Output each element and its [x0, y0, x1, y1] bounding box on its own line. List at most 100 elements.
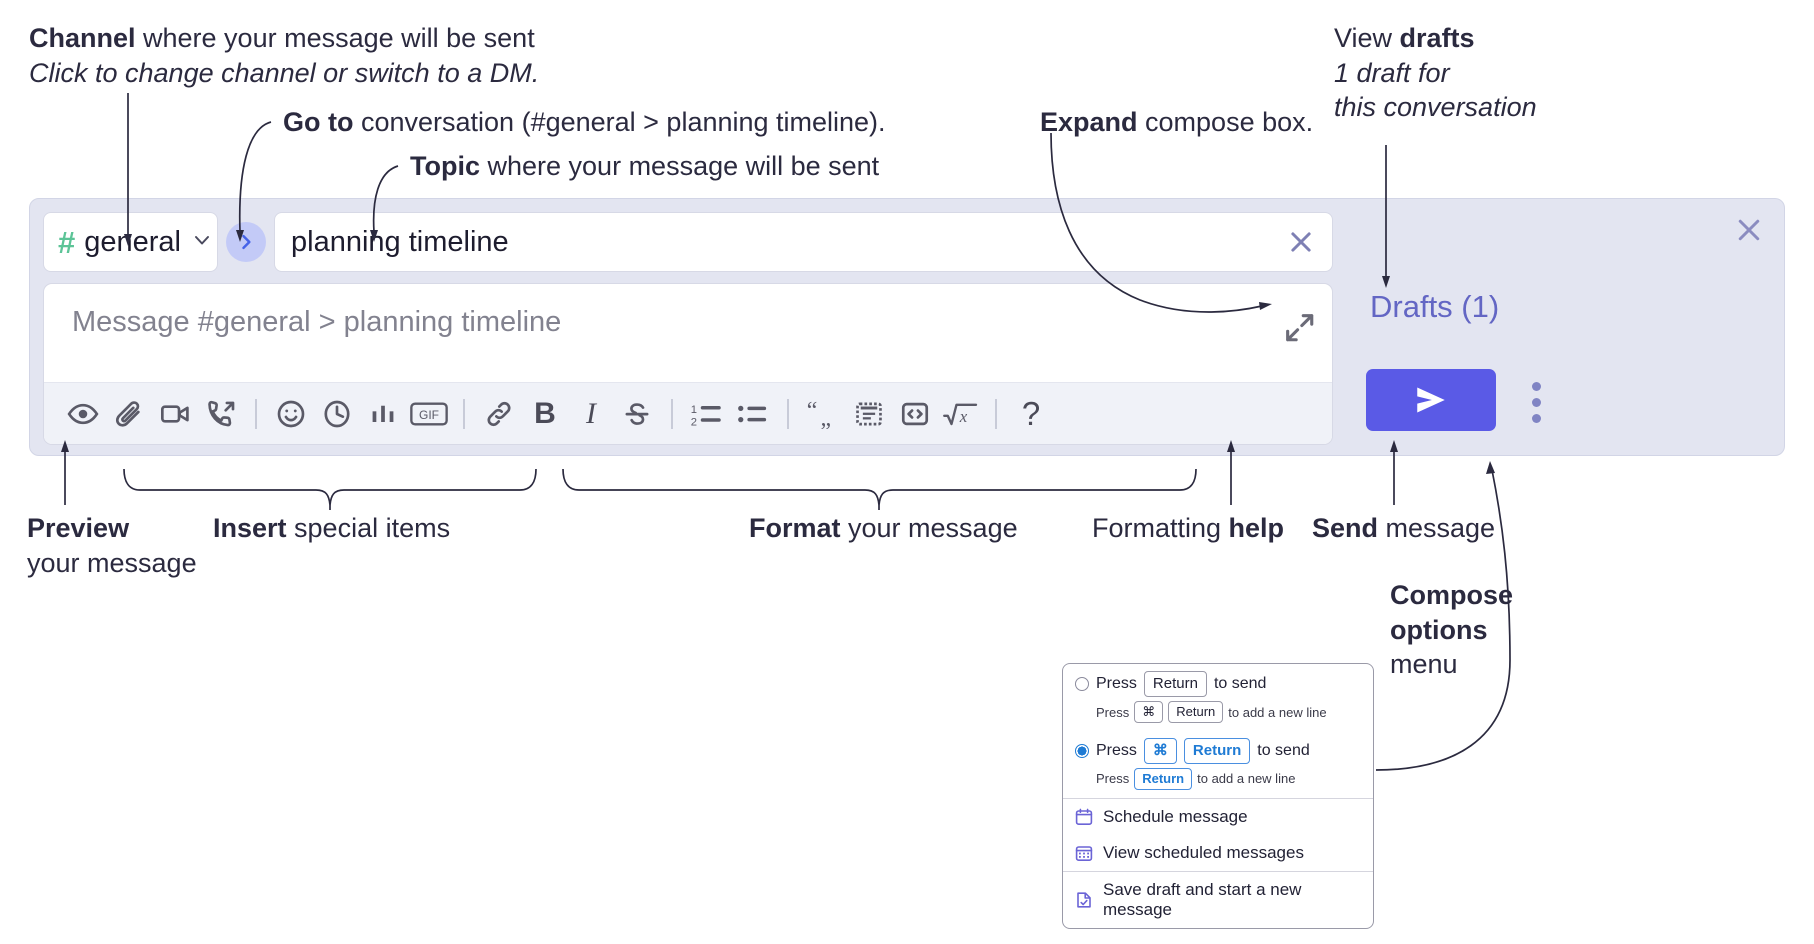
- annotation-goto: Go to conversation (#general > planning …: [283, 105, 886, 140]
- annotation-channel-rest: where your message will be sent: [135, 23, 535, 53]
- formatting-toolbar: GIF B I 1 2: [44, 382, 1332, 444]
- message-body: Message #general > planning timeline: [43, 283, 1333, 445]
- compose-header: # general planning timeline: [43, 211, 1333, 273]
- annotation-compose-options-rest: menu: [1390, 649, 1458, 680]
- kebab-dot: [1531, 381, 1541, 391]
- svg-text:„: „: [821, 405, 832, 429]
- compose-options-button[interactable]: [1516, 379, 1556, 425]
- annotation-insert-rest: special items: [286, 513, 451, 543]
- toolbar-divider: [255, 398, 257, 429]
- menu-item-label: Schedule message: [1103, 806, 1248, 826]
- annotation-help-bold: help: [1228, 513, 1285, 543]
- poll-icon[interactable]: [360, 391, 406, 437]
- drafts-link[interactable]: Drafts (1): [1370, 289, 1500, 324]
- math-icon[interactable]: x: [938, 391, 984, 437]
- kebab-dot: [1531, 413, 1541, 423]
- italic-icon[interactable]: I: [586, 396, 596, 430]
- annotation-channel-bold: Channel: [29, 23, 136, 53]
- blockquote-icon[interactable]: “ „: [800, 391, 846, 437]
- message-placeholder: Message #general > planning timeline: [72, 306, 562, 338]
- annotation-format-rest: your message: [840, 513, 1018, 543]
- option2-sub-key-return: Return: [1134, 768, 1193, 790]
- annotation-drafts-bold: drafts: [1399, 23, 1475, 53]
- radio-selected-icon[interactable]: [1075, 743, 1089, 758]
- annotation-drafts: View drafts 1 draft for this conversatio…: [1334, 21, 1537, 125]
- expand-icon[interactable]: [1282, 310, 1318, 346]
- annotation-help: Formatting help: [1092, 511, 1284, 546]
- attachment-icon[interactable]: [106, 391, 152, 437]
- option1-key-return: Return: [1143, 671, 1207, 698]
- topic-field[interactable]: planning timeline: [274, 212, 1333, 272]
- menu-item-label: Save draft and start a new message: [1103, 879, 1302, 919]
- clock-icon[interactable]: [314, 391, 360, 437]
- brace-format: [562, 468, 1197, 506]
- emoji-icon[interactable]: [268, 391, 314, 437]
- annotation-expand: Expand compose box.: [1040, 105, 1313, 140]
- option1-sub-press: Press: [1096, 704, 1130, 720]
- compose-inner: # general planning timeline Message #gen…: [43, 211, 1333, 445]
- menu-divider: [1063, 797, 1373, 799]
- annotation-help-rest: Formatting: [1092, 513, 1229, 543]
- code-block-icon[interactable]: [846, 391, 892, 437]
- annotation-insert-bold: Insert: [213, 513, 287, 543]
- menu-item-label: View scheduled messages: [1103, 842, 1304, 862]
- annotation-topic: Topic where your message will be sent: [410, 149, 879, 184]
- goto-conversation-button[interactable]: [226, 222, 266, 262]
- strikethrough-icon[interactable]: [614, 391, 660, 437]
- call-icon[interactable]: [198, 391, 244, 437]
- option1-tail: to send: [1213, 675, 1267, 693]
- ordered-list-icon[interactable]: 1 2: [684, 391, 730, 437]
- menu-item-schedule-message[interactable]: Schedule message: [1063, 799, 1373, 835]
- annotation-compose-options-bold2: options: [1390, 614, 1488, 645]
- clear-topic-icon[interactable]: [1280, 221, 1322, 263]
- annotation-drafts-rest: View: [1334, 23, 1400, 53]
- option1-sub-key-cmd: ⌘: [1134, 701, 1164, 723]
- annotation-compose-options-bold1: Compose: [1390, 580, 1514, 610]
- channel-selector[interactable]: # general: [43, 212, 218, 272]
- channel-name: general: [84, 225, 181, 258]
- save-draft-icon: [1075, 891, 1093, 909]
- gif-icon[interactable]: GIF: [406, 391, 452, 437]
- help-icon[interactable]: ?: [1021, 394, 1041, 432]
- bold-icon[interactable]: B: [534, 396, 556, 430]
- bulleted-list-icon[interactable]: [730, 391, 776, 437]
- compose-box: # general planning timeline Message #gen…: [29, 198, 1785, 456]
- compose-options-menu: Press Return to send Press ⌘ Return to a…: [1062, 663, 1374, 929]
- menu-item-view-scheduled-messages[interactable]: View scheduled messages: [1063, 835, 1373, 871]
- leader-compose-options-arrow: [1486, 461, 1495, 474]
- option2-key-cmd: ⌘: [1143, 737, 1177, 765]
- svg-text:x: x: [959, 407, 968, 426]
- menu-option-return-to-send[interactable]: Press Return to send: [1063, 664, 1373, 698]
- code-icon[interactable]: [892, 391, 938, 437]
- annotation-channel: Channel where your message will be sent …: [29, 21, 539, 90]
- annotation-compose-options: Compose options menu: [1390, 578, 1513, 682]
- option2-press: Press: [1096, 741, 1137, 759]
- svg-text:2: 2: [691, 416, 697, 428]
- svg-text:“: “: [807, 399, 818, 424]
- menu-option2-subtext: Press Return to add a new line: [1063, 765, 1373, 798]
- radio-unselected-icon[interactable]: [1075, 677, 1089, 692]
- option2-tail: to send: [1257, 741, 1310, 759]
- annotation-goto-bold: Go to: [283, 107, 354, 137]
- annotation-drafts-sub2: this conversation: [1334, 92, 1537, 123]
- annotation-preview-bold: Preview: [27, 513, 130, 543]
- link-icon[interactable]: [476, 391, 522, 437]
- annotation-topic-rest: where your message will be sent: [480, 151, 880, 181]
- video-icon[interactable]: [152, 391, 198, 437]
- message-input[interactable]: Message #general > planning timeline: [44, 284, 1332, 382]
- preview-icon[interactable]: [60, 391, 106, 437]
- send-button[interactable]: [1366, 369, 1496, 431]
- option2-sub-press: Press: [1096, 771, 1130, 787]
- menu-item-save-draft[interactable]: Save draft and start a new message: [1063, 872, 1373, 928]
- svg-text:GIF: GIF: [419, 408, 439, 422]
- annotation-goto-rest: conversation (#general > planning timeli…: [353, 107, 886, 137]
- hash-icon: #: [58, 224, 76, 260]
- option2-sub-tail: to add a new line: [1197, 771, 1296, 787]
- annotation-preview: Preview your message: [27, 511, 197, 580]
- annotation-expand-rest: compose box.: [1137, 107, 1314, 137]
- menu-option-cmd-return-to-send[interactable]: Press ⌘ Return to send: [1063, 731, 1373, 765]
- calendar-icon: [1075, 808, 1093, 826]
- compose-right-rail: Drafts (1): [1346, 211, 1766, 445]
- close-icon[interactable]: [1732, 213, 1766, 247]
